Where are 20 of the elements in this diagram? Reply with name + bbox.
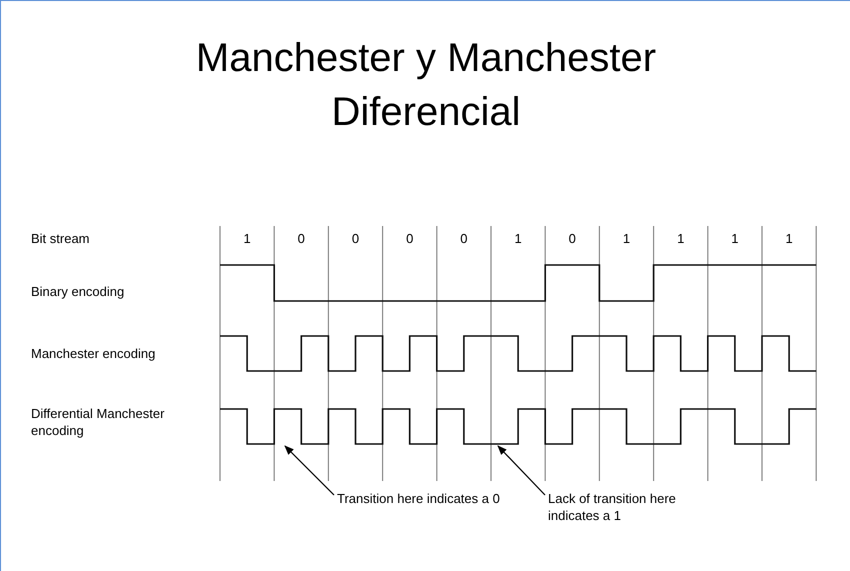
bit-value: 1 bbox=[676, 230, 686, 247]
bit-value: 1 bbox=[784, 230, 794, 247]
annotation-text: Lack of transition here indicates a 1 bbox=[548, 490, 718, 524]
bit-value: 1 bbox=[622, 230, 632, 247]
row-label: Differential Manchester encoding bbox=[31, 405, 166, 439]
bit-value: 0 bbox=[405, 230, 414, 247]
bit-value: 0 bbox=[350, 230, 360, 247]
bit-value: 1 bbox=[513, 230, 523, 247]
row-label: Binary encoding bbox=[31, 283, 126, 300]
row-label: Manchester encoding bbox=[31, 345, 156, 362]
leader-line bbox=[284, 445, 334, 496]
row-label: Bit stream bbox=[31, 230, 91, 247]
leader-line bbox=[497, 445, 546, 496]
bit-value: 1 bbox=[242, 230, 252, 247]
slide-title: Manchester y Manchester Diferencial bbox=[194, 35, 658, 136]
bit-value: 0 bbox=[568, 230, 577, 247]
bit-value: 1 bbox=[730, 230, 740, 247]
annotation-text: Transition here indicates a 0 bbox=[337, 490, 507, 507]
bit-value: 0 bbox=[296, 230, 306, 247]
bit-value: 0 bbox=[459, 230, 468, 247]
